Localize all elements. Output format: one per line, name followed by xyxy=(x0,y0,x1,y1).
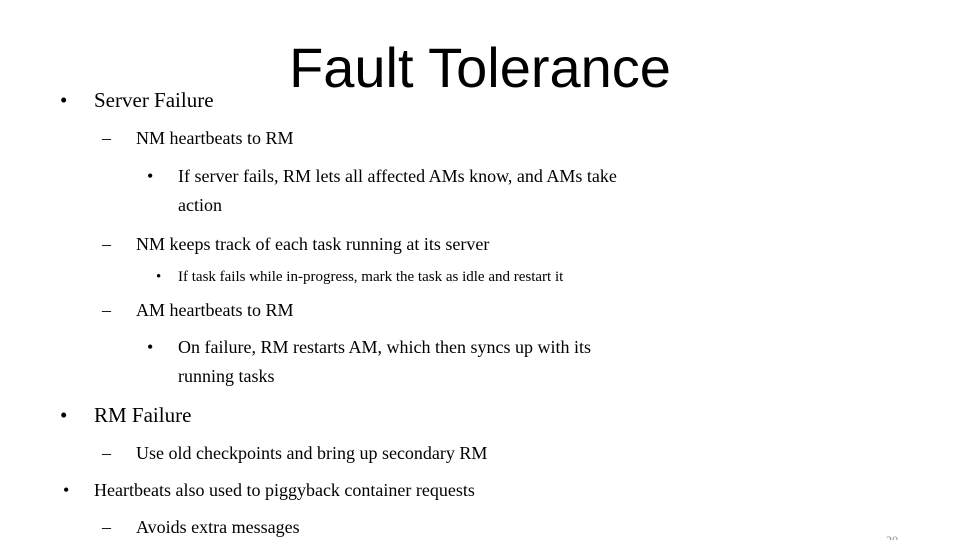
bullet-marker: • xyxy=(63,480,70,500)
bullet-rm-failure: RM Failure xyxy=(94,403,192,427)
bullet-heartbeats-piggyback: Heartbeats also used to piggyback contai… xyxy=(94,480,475,500)
sub-sub-bullet-server-fails-continued: action xyxy=(178,195,222,215)
dash-marker: – xyxy=(102,128,111,148)
slide-title: Fault Tolerance xyxy=(289,36,671,99)
bullet-marker: • xyxy=(156,269,162,285)
sub-sub-bullet-rm-restarts-am: On failure, RM restarts AM, which then s… xyxy=(178,337,591,357)
sub-bullet-old-checkpoints: Use old checkpoints and bring up seconda… xyxy=(136,443,488,463)
bullet-server-failure: Server Failure xyxy=(94,88,214,112)
sub-sub-bullet-task-fails: If task fails while in-progress, mark th… xyxy=(178,269,564,285)
sub-bullet-nm-keeps-track: NM keeps track of each task running at i… xyxy=(136,234,490,254)
sub-sub-bullet-server-fails: If server fails, RM lets all affected AM… xyxy=(178,166,617,186)
bullet-marker: • xyxy=(60,88,68,112)
sub-bullet-am-heartbeats: AM heartbeats to RM xyxy=(136,300,294,320)
bullet-marker: • xyxy=(147,166,154,186)
bullet-marker: • xyxy=(60,403,68,427)
sub-sub-bullet-rm-restarts-am-continued: running tasks xyxy=(178,366,275,386)
dash-marker: – xyxy=(102,300,111,320)
dash-marker: – xyxy=(102,234,111,254)
page-number: 20 xyxy=(886,533,898,540)
sub-bullet-nm-heartbeats: NM heartbeats to RM xyxy=(136,128,294,148)
sub-bullet-avoids-extra-messages: Avoids extra messages xyxy=(136,517,300,537)
bullet-marker: • xyxy=(147,337,154,357)
dash-marker: – xyxy=(102,517,111,537)
dash-marker: – xyxy=(102,443,111,463)
